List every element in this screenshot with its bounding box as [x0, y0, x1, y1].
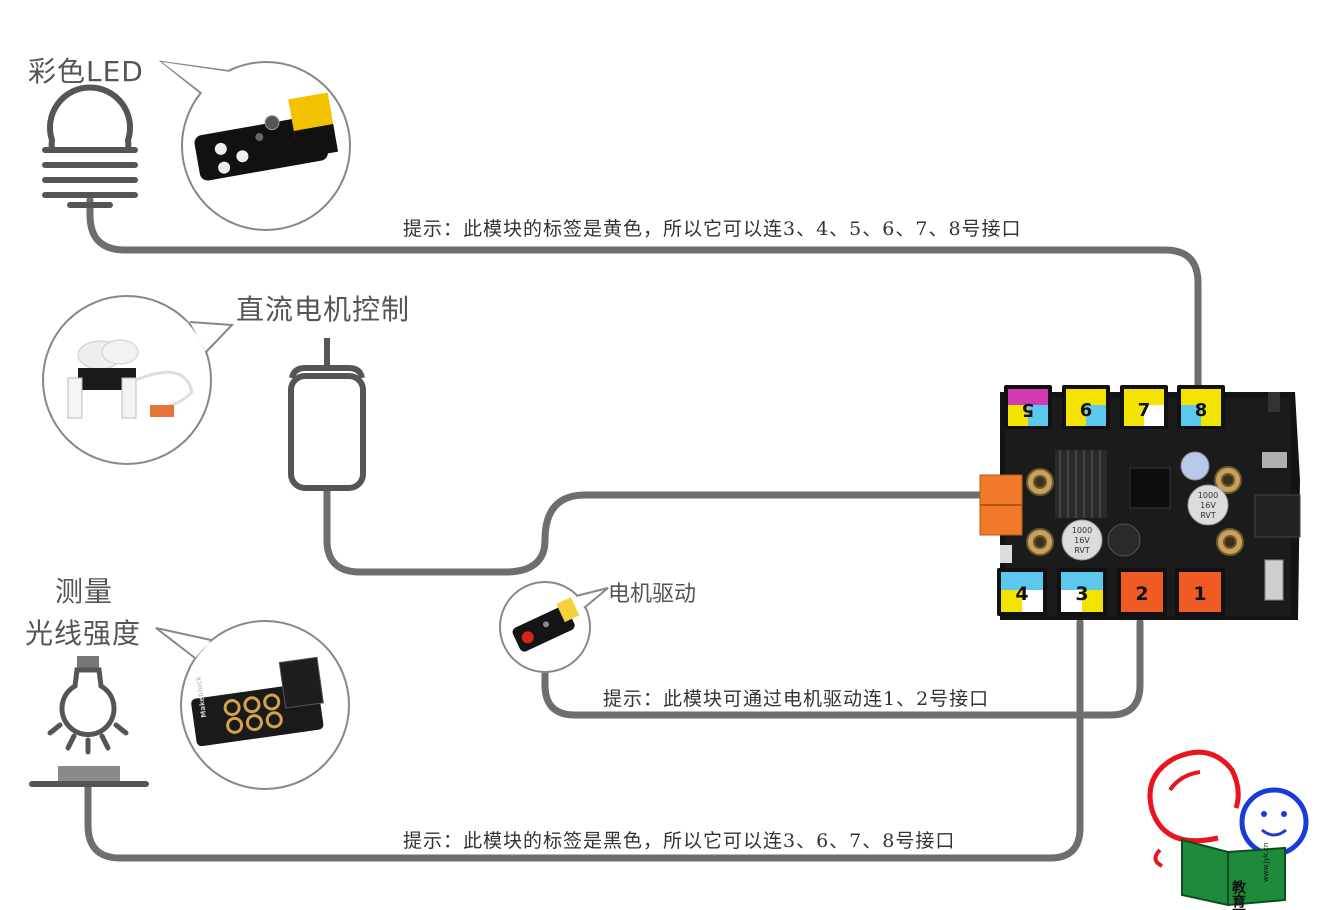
logo-url: www.jyk.cn — [1262, 843, 1270, 882]
svg-text:1000: 1000 — [1072, 526, 1092, 535]
inductor — [1107, 523, 1141, 557]
light-bulb-icon — [29, 656, 149, 787]
label-light-sensor-1: 测量 — [55, 575, 114, 608]
wire-motor-port — [541, 618, 1144, 719]
label-motor-driver: 电机驱动 — [608, 582, 697, 607]
port-3: 3 — [1057, 568, 1107, 616]
small-capacitor — [1180, 451, 1210, 481]
usb-port — [1262, 452, 1287, 468]
label-rgb-led: 彩色LED — [28, 55, 144, 88]
label-light-sensor-2: 光线强度 — [25, 617, 142, 650]
wire-dc-motor — [323, 486, 989, 576]
port-8: 8 — [1177, 385, 1225, 429]
port-7: 7 — [1120, 385, 1168, 429]
power-jack — [1254, 494, 1301, 538]
mcu-chip — [1129, 467, 1171, 509]
logo-text: 教育百科 — [1230, 879, 1246, 910]
svg-text:16V: 16V — [1200, 501, 1216, 510]
port-5: 5 — [1004, 385, 1052, 429]
logo: 教育百科 www.jyk.cn — [1147, 749, 1309, 910]
hint-rgb-led: 提示：此模块的标签是黄色，所以它可以连3、4、5、6、7、8号接口 — [403, 218, 1022, 240]
svg-text:8: 8 — [1195, 400, 1208, 421]
svg-text:2: 2 — [1135, 583, 1148, 605]
svg-text:5: 5 — [1022, 399, 1035, 420]
wires — [84, 196, 1202, 862]
side-switch — [1264, 559, 1284, 601]
logo-red-hair — [1168, 770, 1201, 792]
motor-driver-bubble — [499, 581, 609, 673]
svg-text:6: 6 — [1080, 400, 1093, 421]
logo-red-head — [1147, 749, 1241, 844]
svg-text:16V: 16V — [1074, 536, 1090, 545]
capacitor-left: 1000 16V RVT — [1061, 519, 1103, 561]
wire-rgb-led — [86, 196, 1202, 394]
svg-text:1: 1 — [1193, 583, 1206, 605]
motor-fan-module — [67, 339, 194, 419]
reset-button — [1268, 392, 1280, 412]
light-sensor-bubble: Makeblock — [155, 620, 350, 790]
mounting-holes — [1026, 466, 1244, 556]
svg-text:7: 7 — [1138, 400, 1151, 421]
bulb-icon — [42, 84, 138, 208]
port-6: 6 — [1062, 385, 1110, 429]
dc-motor-bubble — [42, 295, 235, 465]
heatsink — [1055, 450, 1107, 518]
svg-text:RVT: RVT — [1200, 511, 1216, 520]
hint-motor: 提示：此模块可通过电机驱动连1、2号接口 — [603, 688, 990, 710]
capacitor-right: 1000 16V RVT — [1187, 484, 1229, 526]
label-dc-motor: 直流电机控制 — [236, 293, 411, 326]
port-2: 2 — [1117, 568, 1167, 616]
port-4: 4 — [997, 568, 1047, 616]
hint-light-sensor: 提示：此模块的标签是黑色，所以它可以连3、6、7、8号接口 — [403, 830, 956, 852]
logo-blue-head — [1239, 787, 1309, 857]
dc-motor-icon — [288, 338, 366, 491]
svg-text:1000: 1000 — [1198, 491, 1218, 500]
rgb-led-module — [194, 92, 339, 181]
rgb-led-bubble — [158, 60, 351, 231]
svg-text:4: 4 — [1015, 583, 1028, 605]
svg-text:3: 3 — [1075, 583, 1088, 605]
svg-text:RVT: RVT — [1074, 546, 1090, 555]
wire-light-sensor — [84, 618, 1084, 862]
light-sensor-module: Makeblock — [191, 656, 324, 747]
main-board: 1000 16V RVT 1000 16V RVT 5 — [979, 385, 1301, 620]
port-1: 1 — [1175, 568, 1225, 616]
